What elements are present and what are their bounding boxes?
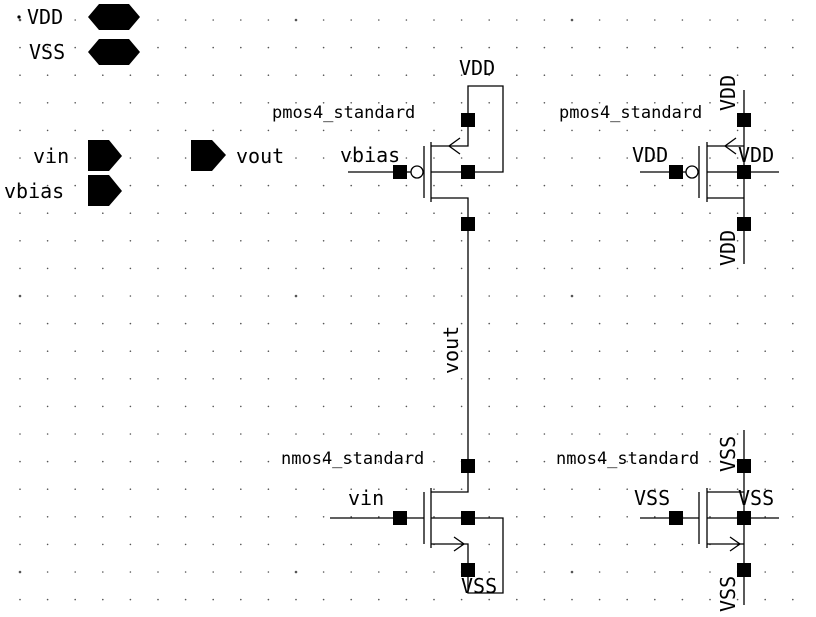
pmos-main-gate-bubble (410, 165, 424, 179)
nmos-main-model-label: nmos4_standard (281, 449, 424, 469)
pmos-dummy-gate-terminal[interactable] (669, 165, 683, 179)
nmos-main-gate-terminal[interactable] (393, 511, 407, 525)
pmos-dummy-gate-bubble (685, 165, 699, 179)
pmos-main-gate-label: vbias (340, 143, 400, 167)
pmos-main-vdd-wire (467, 85, 504, 173)
pin-vdd-connector (17, 15, 21, 19)
nmos-main-gate-label: vin (348, 486, 384, 510)
pin-vss-label: VSS (29, 40, 65, 64)
pmos-dummy-gate-label: VDD (632, 143, 668, 167)
nmos-dummy-arrow (729, 536, 742, 552)
pmos-dummy-arrow (723, 137, 737, 155)
nmos-dummy-gate-terminal[interactable] (669, 511, 683, 525)
nmos-main[interactable]: nmos4_standard vin VSS (281, 449, 504, 598)
pmos-dummy-model-label: pmos4_standard (559, 103, 702, 123)
pin-vin[interactable]: vin (33, 140, 122, 171)
pmos-dummy-drain-terminal[interactable] (737, 217, 751, 231)
nmos-main-arrow (453, 536, 466, 552)
inout-pin-vdd-icon (88, 4, 140, 30)
nmos-dummy-drain-terminal[interactable] (737, 459, 751, 473)
nmos-main-drain-terminal[interactable] (461, 459, 475, 473)
inout-pin-vss-icon (88, 39, 140, 65)
vout-net-label: vout (439, 326, 463, 374)
pmos-dummy-bottom-label: VDD (716, 230, 740, 266)
nmos-dummy-source-terminal[interactable] (737, 563, 751, 577)
pmos-main-arrow (447, 137, 461, 155)
pmos-main[interactable]: pmos4_standard VDD vbias (272, 56, 504, 231)
pmos-main-model-label: pmos4_standard (272, 103, 415, 123)
pmos-dummy-top-label: VDD (716, 75, 740, 111)
nmos-main-source-terminal[interactable] (461, 563, 475, 577)
pin-vout-label: vout (236, 144, 284, 168)
pmos-dummy-source-terminal[interactable] (737, 113, 751, 127)
pmos-main-gate-terminal[interactable] (393, 165, 407, 179)
nmos-dummy-top-label: VSS (716, 436, 740, 472)
pmos-main-bulk-terminal[interactable] (461, 165, 475, 179)
vout-net[interactable]: vout (439, 224, 469, 466)
pin-vout[interactable]: vout (191, 140, 284, 171)
pmos-main-vdd-label: VDD (459, 56, 495, 80)
pmos-dummy-bulk-terminal[interactable] (737, 165, 751, 179)
input-pin-vbias-icon (88, 175, 122, 206)
pin-vbias[interactable]: vbias (4, 175, 122, 206)
nmos-main-bulk-terminal[interactable] (461, 511, 475, 525)
nmos-main-vss-wire (467, 517, 504, 594)
pin-vss[interactable]: VSS (29, 39, 140, 65)
pmos-main-source-terminal[interactable] (461, 113, 475, 127)
pmos-dummy[interactable]: pmos4_standard VDD VDD VDD VDD (559, 75, 779, 266)
input-pin-vin-icon (88, 140, 122, 171)
pin-vbias-label: vbias (4, 179, 64, 203)
pin-vdd-label: VDD (27, 5, 63, 29)
pin-vin-label: vin (33, 144, 69, 168)
nmos-dummy[interactable]: nmos4_standard VSS VSS VSS VSS (556, 430, 779, 612)
output-pin-vout-icon (191, 140, 226, 171)
nmos-dummy-bulk-terminal[interactable] (737, 511, 751, 525)
nmos-dummy-gate-label: VSS (634, 486, 670, 510)
nmos-dummy-model-label: nmos4_standard (556, 449, 699, 469)
pin-vdd[interactable]: VDD (17, 4, 140, 30)
nmos-main-vss-label: VSS (461, 574, 497, 598)
nmos-dummy-bottom-label: VSS (716, 576, 740, 612)
